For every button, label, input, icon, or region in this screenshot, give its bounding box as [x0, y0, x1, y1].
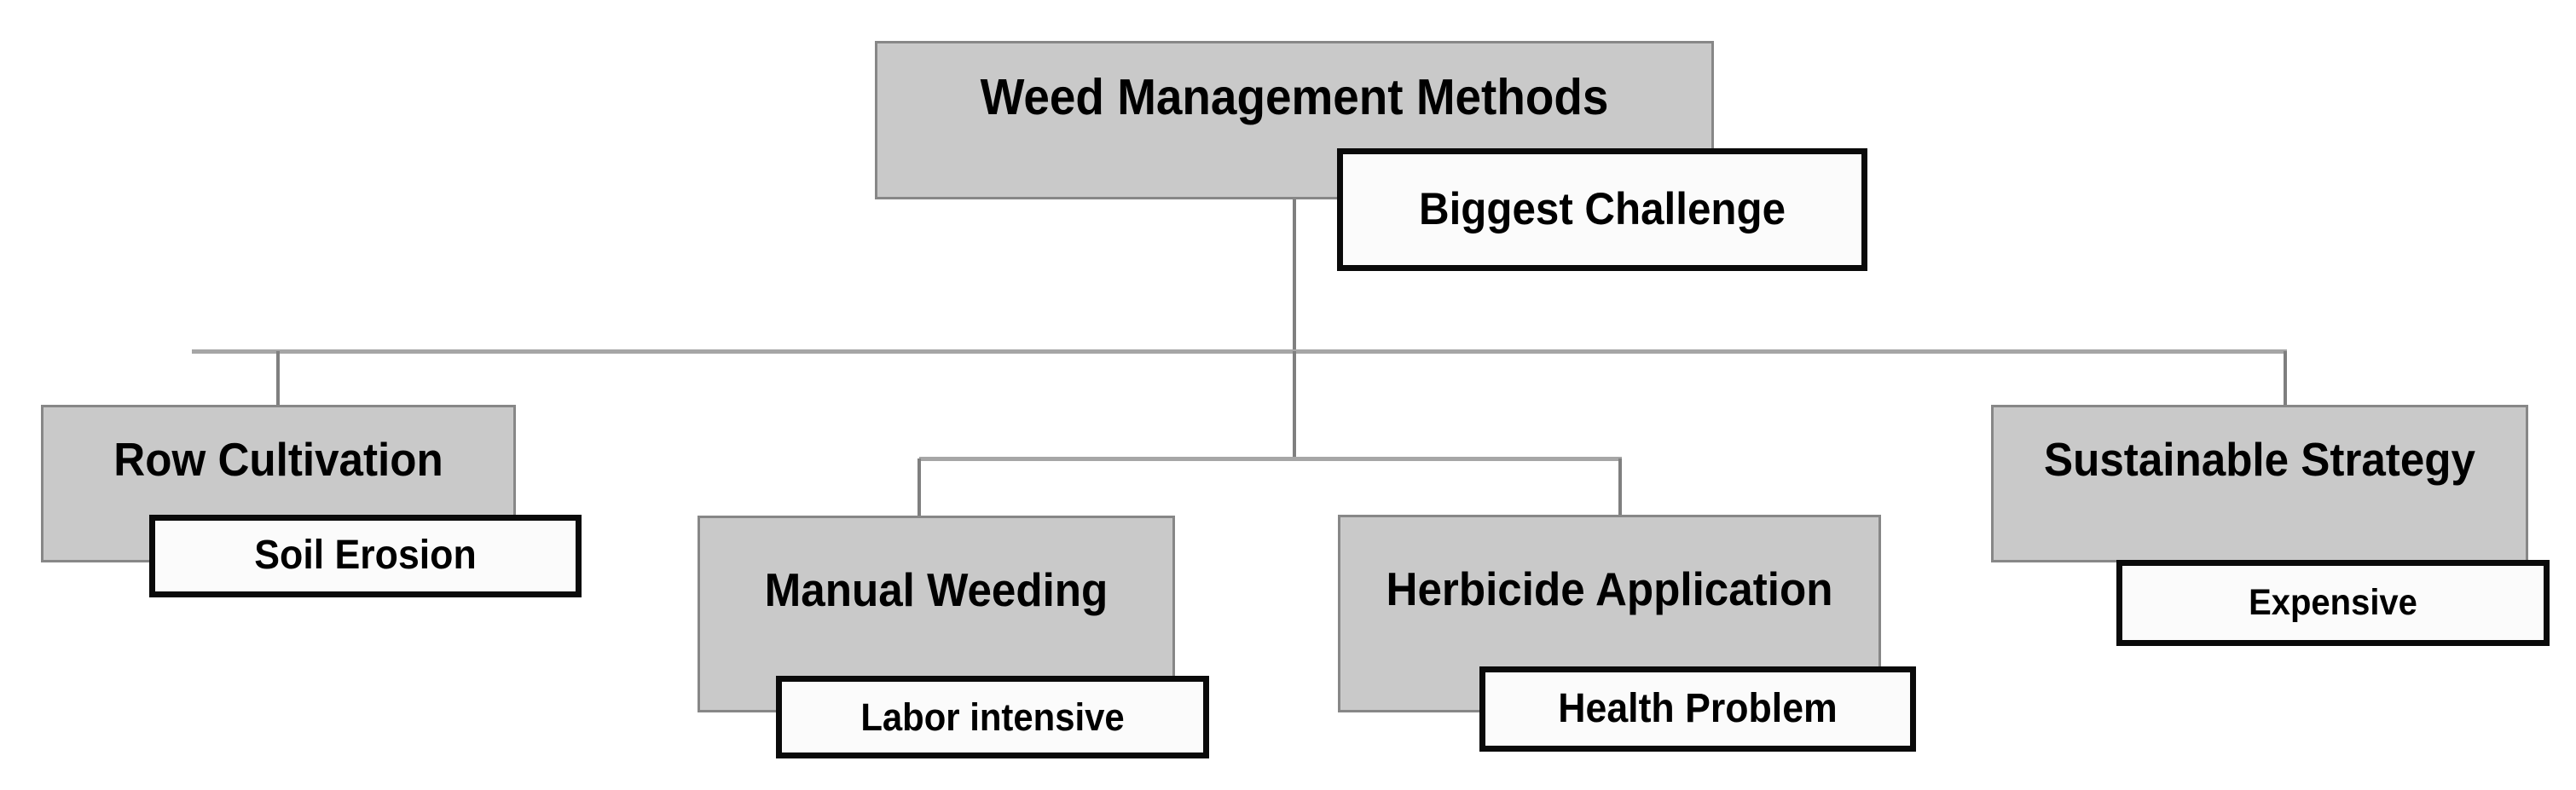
callout-biggest-challenge[interactable]: Biggest Challenge	[1337, 148, 1867, 271]
node-label-sustainable-strategy: Sustainable Strategy	[2043, 432, 2475, 486]
node-label-root: Weed Management Methods	[980, 69, 1609, 126]
connector-drop-manual-weeding	[918, 458, 921, 517]
node-label-manual-weeding: Manual Weeding	[764, 562, 1109, 616]
node-label-herbicide-application: Herbicide Application	[1386, 562, 1833, 616]
node-sustainable-strategy[interactable]: Sustainable Strategy	[1991, 405, 2528, 562]
connector-drop-row-cultivation	[276, 351, 280, 407]
connector-drop-herbicide-application	[1618, 458, 1622, 517]
node-label-row-cultivation: Row Cultivation	[113, 432, 443, 486]
connector-horizontal-bar-inner	[919, 457, 1622, 461]
callout-label-health-problem: Health Problem	[1558, 685, 1838, 731]
connector-horizontal-bar-top	[192, 349, 2287, 354]
connector-center-vertical	[1293, 351, 1296, 460]
connector-drop-sustainable-strategy	[2284, 351, 2287, 407]
callout-label-biggest-challenge: Biggest Challenge	[1418, 184, 1786, 235]
callout-label-soil-erosion: Soil Erosion	[254, 533, 477, 579]
callout-soil-erosion[interactable]: Soil Erosion	[149, 515, 582, 597]
callout-label-expensive: Expensive	[2249, 581, 2417, 623]
callout-health-problem[interactable]: Health Problem	[1479, 666, 1916, 752]
node-weed-management-methods[interactable]: Weed Management Methods	[875, 41, 1714, 199]
callout-label-labor-intensive: Labor intensive	[860, 695, 1125, 739]
callout-expensive[interactable]: Expensive	[2116, 560, 2550, 646]
connector-root-vertical	[1293, 199, 1296, 353]
callout-labor-intensive[interactable]: Labor intensive	[776, 676, 1209, 758]
